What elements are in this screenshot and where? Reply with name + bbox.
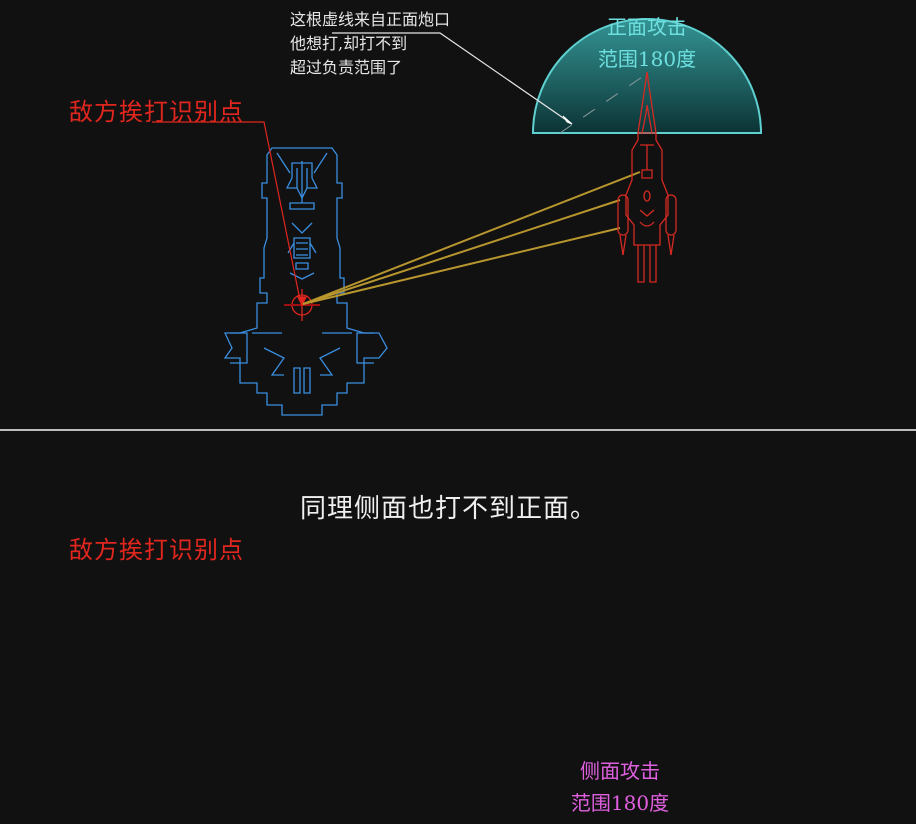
enemy-hit-point-label-bottom: 敌方挨打识别点 (69, 536, 244, 564)
note-line-3: 超过负责范围了 (290, 58, 403, 77)
note-line-1: 这根虚线来自正面炮口 (290, 10, 451, 29)
hit-point-leader-top (152, 121, 301, 301)
front-arc-label: 正面攻击 范围180度 (587, 11, 707, 75)
fire-lines-top (302, 171, 641, 305)
side-arc-title: 侧面攻击 (580, 759, 660, 783)
annotation-note-bottom: 同理侧面也打不到正面。 (300, 494, 598, 524)
attacker-ship-top (617, 71, 677, 283)
leader-line-top (332, 32, 573, 125)
note-line-2: 他想打,却打不到 (290, 34, 408, 53)
annotation-note-top: 这根虚线来自正面炮口 他想打,却打不到 超过负责范围了 (290, 8, 450, 80)
front-arc-title: 正面攻击 (607, 15, 687, 39)
panel-divider (0, 429, 916, 431)
side-arc-range: 范围180度 (570, 791, 670, 815)
enemy-hit-point-label-top: 敌方挨打识别点 (69, 98, 244, 126)
hit-marker-top (283, 288, 321, 322)
front-arc-range: 范围180度 (597, 47, 697, 71)
side-arc-label: 侧面攻击 范围180度 (560, 755, 680, 819)
